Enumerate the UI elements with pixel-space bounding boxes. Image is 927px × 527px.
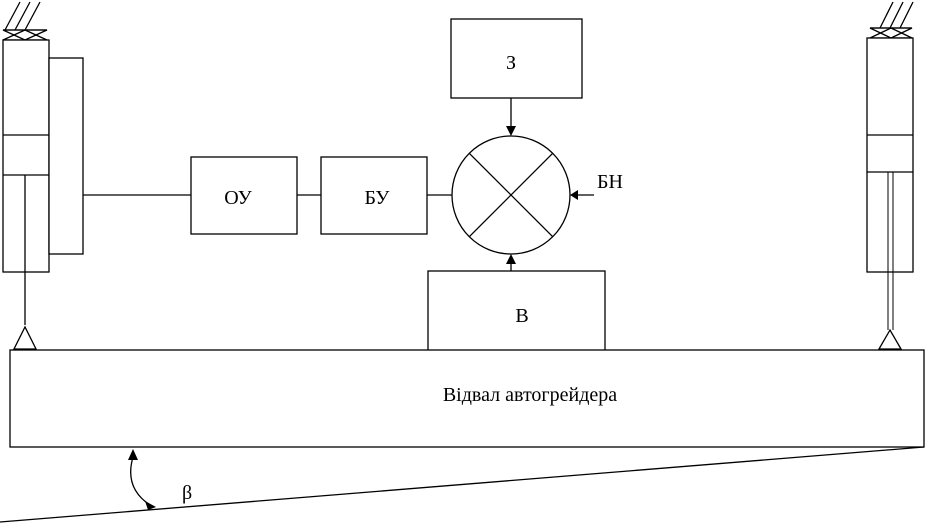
right-hydraulic-cylinder (866, 1, 914, 350)
block-ou: ОУ (190, 156, 298, 235)
left-hydraulic-cylinder (2, 1, 84, 350)
angle-beta-marker: β (128, 449, 192, 510)
ground-incline-line (0, 446, 925, 523)
block-b: В (427, 270, 606, 352)
block-z-label: З (506, 52, 516, 74)
block-bu: БУ (320, 156, 428, 235)
comparator-bn: БН (451, 135, 623, 255)
comparator-bn-label: БН (597, 171, 623, 193)
grader-blade-label: Відвал автогрейдера (443, 384, 617, 406)
b-to-bn-arrowhead (506, 254, 516, 264)
angle-beta-label: β (182, 482, 192, 504)
block-z: З (450, 18, 583, 99)
grader-blade: Відвал автогрейдера (9, 349, 925, 448)
block-bu-label: БУ (365, 187, 391, 209)
block-ou-label: ОУ (224, 187, 252, 209)
z-to-bn-arrowhead (506, 126, 516, 136)
block-b-label: В (515, 305, 528, 327)
